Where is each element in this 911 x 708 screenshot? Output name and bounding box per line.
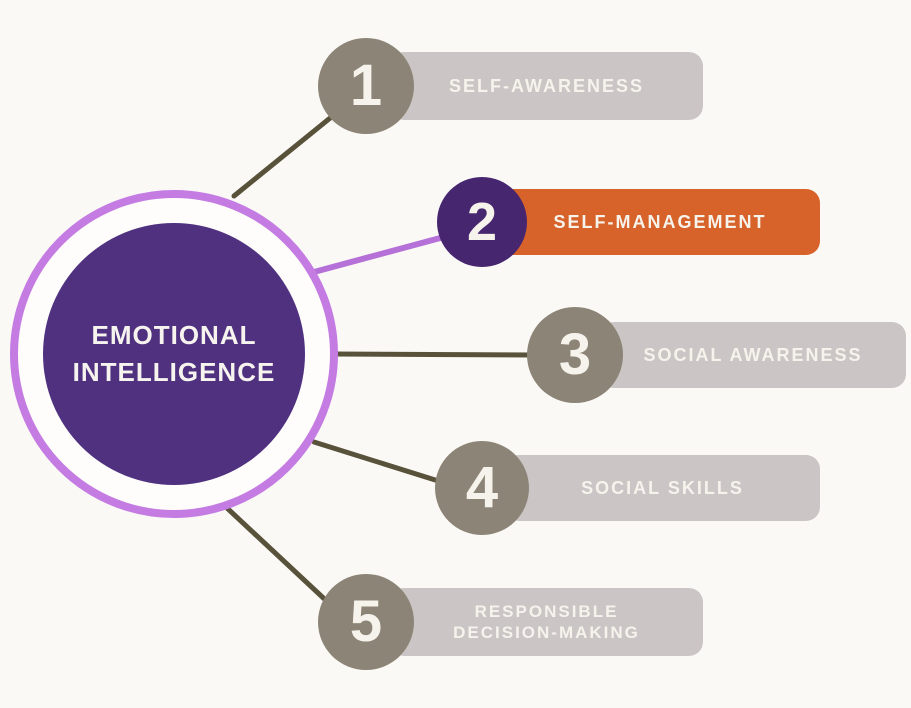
item-label: SELF-MANAGEMENT <box>553 211 767 232</box>
item-number-circle: 2 <box>437 177 527 267</box>
item-bar-highlighted: SELF-MANAGEMENT <box>500 189 820 255</box>
item-number-circle: 3 <box>527 307 623 403</box>
item-number: 4 <box>465 455 499 520</box>
item-label: SELF-AWARENESS <box>448 75 645 96</box>
item-number: 3 <box>558 322 592 387</box>
item-bar: SELF-AWARENESS <box>390 52 703 120</box>
item-bar: SOCIAL AWARENESS <box>600 322 906 388</box>
center-title-line2: INTELLIGENCE <box>72 357 276 387</box>
connector-line-4 <box>311 439 451 487</box>
center-circle: EMOTIONAL INTELLIGENCE <box>43 223 305 485</box>
item-bar: RESPONSIBLE DECISION-MAKING <box>390 588 703 656</box>
item-label: SOCIAL SKILLS <box>581 477 744 498</box>
item-label: SOCIAL AWARENESS <box>643 344 863 365</box>
item-number: 5 <box>349 589 383 654</box>
item-number: 1 <box>349 53 383 118</box>
connector-line-5 <box>224 505 336 610</box>
connector-line-3 <box>333 351 535 358</box>
item-number-circle: 5 <box>318 574 414 670</box>
connector-line-1 <box>231 107 343 199</box>
item-number-circle: 4 <box>435 441 529 535</box>
item-number-circle: 1 <box>318 38 414 134</box>
item-number: 2 <box>466 192 498 252</box>
center-title-line1: EMOTIONAL <box>91 320 257 351</box>
center-title: EMOTIONAL INTELLIGENCE <box>73 317 276 391</box>
item-bar: SOCIAL SKILLS <box>505 455 820 521</box>
item-label: RESPONSIBLE DECISION-MAKING <box>453 601 640 642</box>
connector-line-2-highlight <box>311 231 458 275</box>
